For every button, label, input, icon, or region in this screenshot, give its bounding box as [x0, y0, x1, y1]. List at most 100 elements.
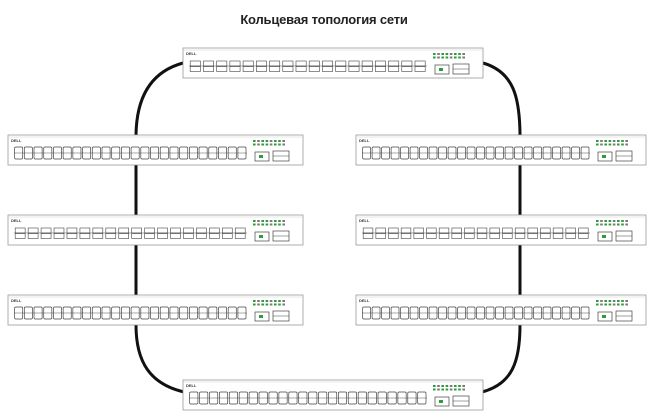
- port: [514, 306, 523, 320]
- status-leds: [596, 140, 628, 146]
- status-led: [608, 143, 612, 146]
- port: [476, 146, 485, 160]
- port: [150, 146, 159, 160]
- port: [282, 66, 294, 72]
- port: [218, 146, 227, 160]
- port: [523, 306, 533, 320]
- port: [216, 60, 228, 67]
- status-led: [265, 300, 269, 302]
- port: [438, 146, 447, 160]
- port: [33, 146, 43, 160]
- status-led: [596, 143, 599, 146]
- port: [278, 391, 288, 405]
- port: [209, 391, 219, 405]
- port: [552, 233, 564, 239]
- switch-brand-label: DELL: [11, 298, 22, 303]
- status-leds: [596, 220, 628, 226]
- uplink-port: [434, 396, 450, 407]
- port: [388, 227, 399, 234]
- port: [237, 146, 247, 160]
- status-led: [274, 220, 277, 222]
- status-led: [600, 303, 603, 306]
- status-led: [257, 300, 260, 302]
- switch-left-3: DELL: [7, 294, 304, 326]
- link-right-3-bottom: [480, 323, 522, 394]
- port: [140, 306, 150, 320]
- uplink-ports: [597, 230, 633, 242]
- port: [91, 146, 101, 160]
- status-led: [433, 385, 436, 387]
- port: [495, 146, 504, 160]
- port: [256, 66, 267, 72]
- switch-chassis: [7, 214, 304, 246]
- status-led: [265, 223, 269, 226]
- status-led: [278, 220, 281, 222]
- status-led: [445, 385, 449, 387]
- status-led: [278, 223, 281, 226]
- port: [533, 146, 542, 160]
- port: [53, 233, 65, 239]
- status-led: [608, 140, 612, 142]
- port: [150, 306, 159, 320]
- status-led: [265, 220, 269, 222]
- port: [196, 227, 207, 234]
- port: [229, 66, 241, 72]
- port: [33, 306, 43, 320]
- port: [242, 60, 254, 67]
- status-leds: [596, 300, 628, 306]
- port: [495, 306, 504, 320]
- port: [14, 146, 24, 160]
- status-led: [625, 303, 628, 306]
- port: [53, 306, 62, 320]
- port: [101, 146, 111, 160]
- switch-brand-label: DELL: [359, 218, 370, 223]
- port: [23, 306, 33, 320]
- port: [362, 233, 374, 239]
- port: [121, 306, 130, 320]
- status-led: [257, 143, 260, 146]
- status-led: [621, 223, 624, 226]
- status-led: [612, 220, 616, 222]
- port: [27, 233, 39, 239]
- uplink-ports: [254, 230, 290, 242]
- port: [295, 66, 307, 72]
- port: [466, 146, 476, 160]
- port: [170, 227, 181, 234]
- port: [476, 306, 485, 320]
- status-led: [265, 140, 269, 142]
- port: [130, 146, 140, 160]
- status-led: [608, 303, 612, 306]
- port: [72, 146, 82, 160]
- port: [208, 146, 218, 160]
- status-led: [437, 56, 440, 59]
- status-led: [449, 56, 453, 59]
- port: [248, 391, 258, 405]
- status-led: [261, 223, 264, 226]
- uplink-led: [259, 235, 263, 238]
- status-led: [269, 300, 273, 302]
- port: [14, 306, 24, 320]
- port: [371, 306, 381, 320]
- port: [523, 146, 533, 160]
- port: [308, 60, 320, 67]
- port: [540, 227, 551, 234]
- status-led: [433, 56, 436, 59]
- status-led: [441, 385, 444, 387]
- status-led: [449, 53, 453, 55]
- status-led: [269, 140, 273, 142]
- switch-brand-label: DELL: [359, 298, 370, 303]
- port: [170, 233, 181, 239]
- status-led: [625, 140, 628, 142]
- status-led: [612, 223, 616, 226]
- port: [527, 227, 538, 234]
- port: [203, 60, 214, 67]
- port: [533, 306, 542, 320]
- port: [189, 146, 198, 160]
- status-led: [617, 140, 620, 142]
- port: [362, 227, 374, 234]
- link-top-left-1: [134, 61, 185, 139]
- diagram-title: Кольцевая топология сети: [240, 12, 408, 27]
- status-led: [441, 53, 444, 55]
- port: [335, 60, 347, 67]
- port: [227, 146, 237, 160]
